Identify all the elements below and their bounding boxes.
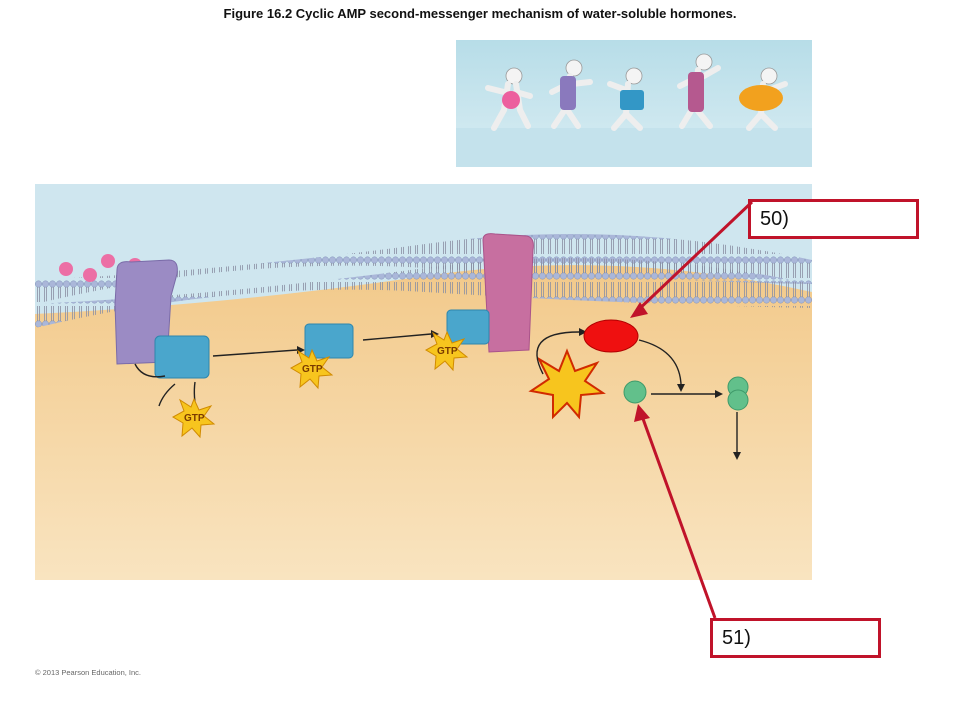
atp-starburst	[528, 348, 606, 420]
callout-50-text: 50)	[760, 207, 789, 230]
camp-molecule	[583, 319, 639, 353]
g-protein-3	[446, 309, 490, 345]
running-figures-panel	[456, 40, 812, 167]
callout-51-text: 51)	[722, 626, 751, 649]
plasma-membrane	[35, 234, 812, 328]
figure-title: Figure 16.2 Cyclic AMP second-messenger …	[223, 6, 737, 21]
gtp-star-1: GTP	[171, 397, 216, 439]
membrane-diagram: GTP GTP GTP	[35, 184, 812, 580]
gtp-star-2: GTP	[289, 348, 334, 390]
gtp-star-3: GTP	[424, 330, 469, 372]
arrow-gprotein-move	[212, 349, 298, 357]
runner-blue-gprotein	[607, 67, 644, 131]
ground	[456, 128, 812, 167]
inactive-kinase	[623, 380, 647, 404]
active-kinase	[727, 376, 749, 411]
arrow-to-cyclase	[362, 333, 432, 341]
runner-magenta-cyclase	[677, 53, 721, 129]
callout-label-50: 50)	[748, 199, 919, 239]
adenylate-cyclase	[482, 233, 534, 353]
runner-orange-kinase	[739, 67, 788, 131]
runner-purple-receptor	[549, 59, 593, 129]
gtp-label-3: GTP	[437, 346, 458, 357]
gtp-label-1: GTP	[184, 413, 205, 424]
arrow-camp-to-kinase	[638, 339, 682, 385]
arrow-atp-to-camp	[536, 331, 580, 375]
g-protein-2	[304, 323, 354, 359]
g-protein-1	[154, 335, 210, 379]
copyright-notice: © 2013 Pearson Education, Inc.	[35, 668, 142, 677]
runner-pink-ball	[485, 67, 533, 131]
gtp-label-2: GTP	[302, 364, 323, 375]
callout-label-51: 51)	[710, 618, 881, 658]
